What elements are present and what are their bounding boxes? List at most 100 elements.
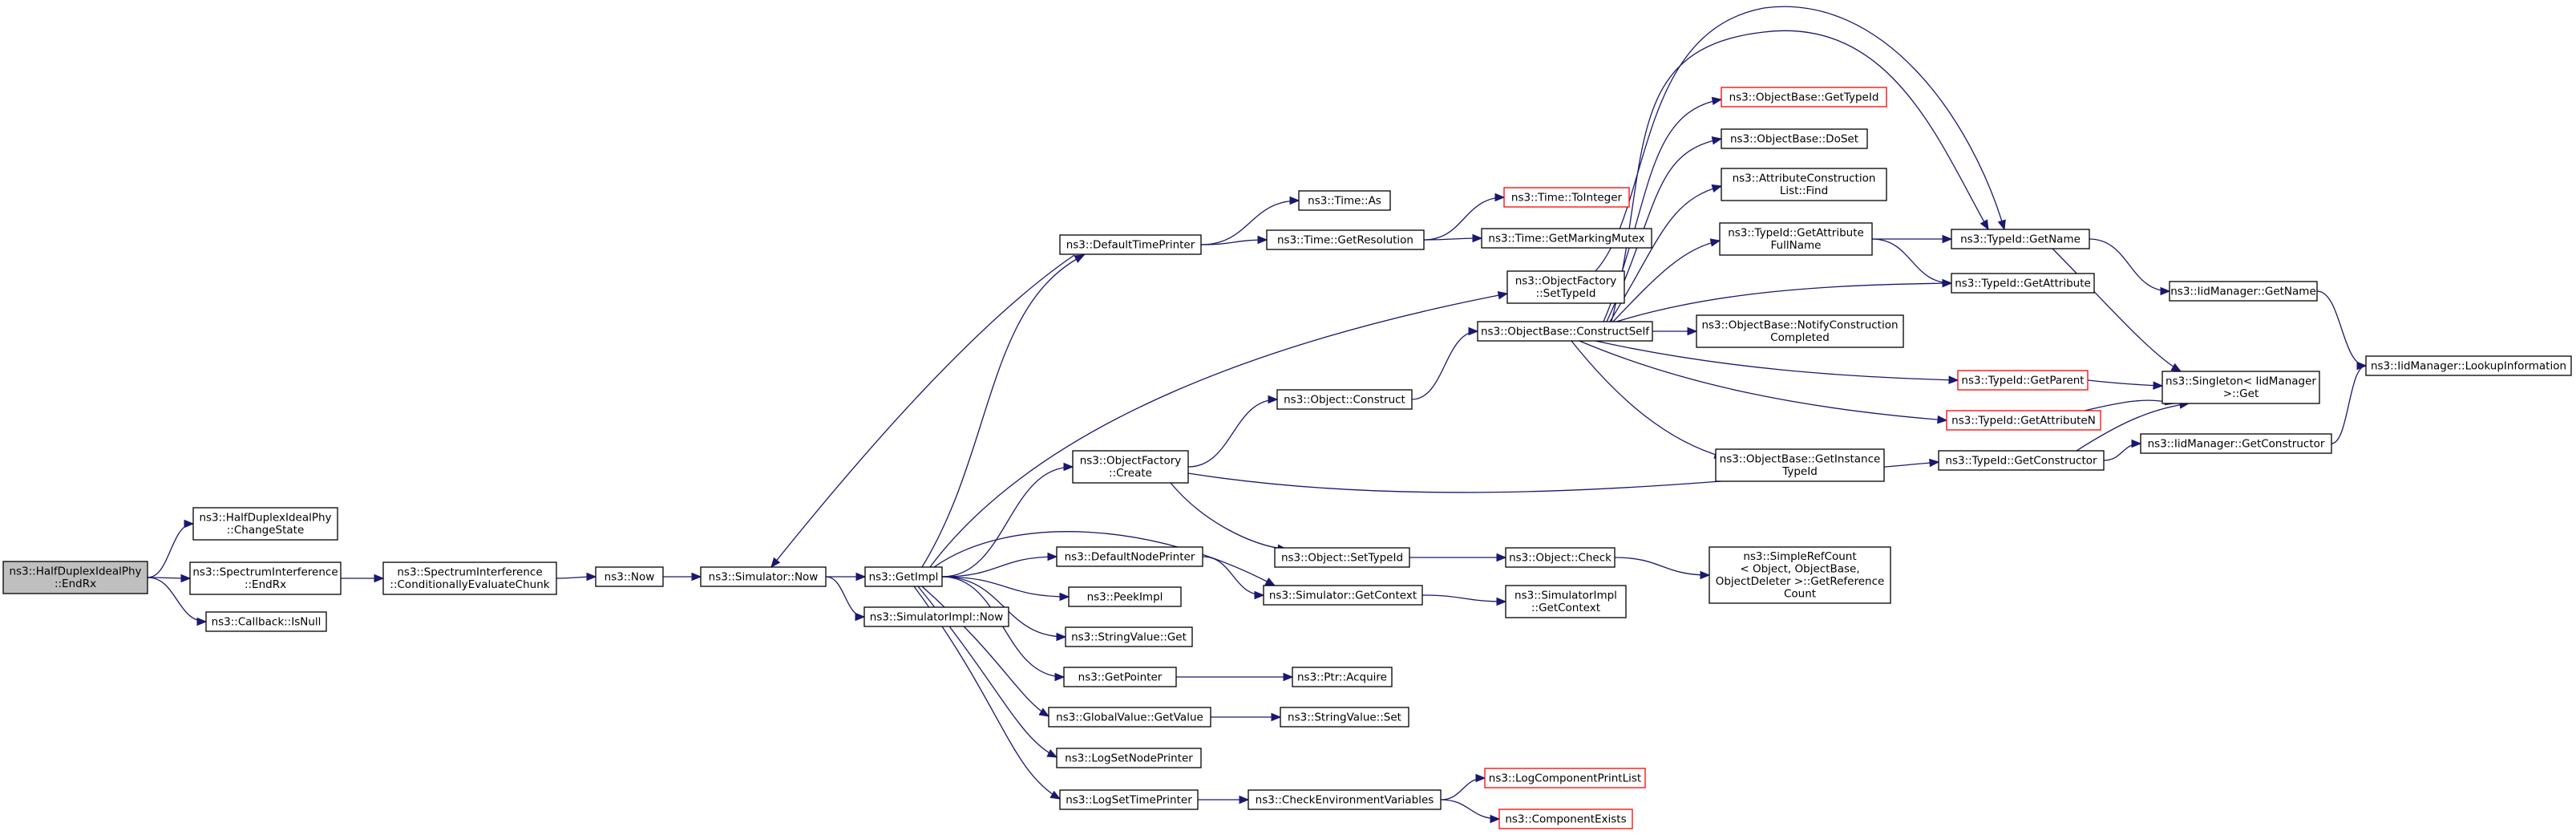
node-box[interactable] (1056, 748, 1202, 768)
node-box[interactable] (2140, 433, 2332, 454)
node-obConstructSelf[interactable]: ns3::ObjectBase::ConstructSelf (1477, 321, 1653, 342)
node-objCheck[interactable]: ns3::Object::Check (1505, 547, 1616, 568)
node-simImplGetCtx[interactable]: ns3::SimulatorImpl::GetContext (1505, 585, 1627, 618)
node-box[interactable] (1065, 626, 1193, 647)
node-box[interactable] (1709, 546, 1891, 604)
node-timeMutex[interactable]: ns3::Time::GetMarkingMutex (1481, 228, 1652, 249)
node-changeState[interactable]: ns3::HalfDuplexIdealPhy::ChangeState (192, 507, 338, 541)
node-box[interactable] (1248, 789, 1442, 810)
node-box[interactable] (1276, 389, 1413, 410)
node-tidGetAttrN[interactable]: ns3::TypeId::GetAttributeN (1946, 410, 2101, 431)
node-ofSetTypeId[interactable]: ns3::ObjectFactory::SetTypeId (1506, 270, 1625, 304)
node-box[interactable] (1957, 370, 2089, 391)
node-box[interactable] (595, 566, 664, 587)
node-box[interactable] (1505, 547, 1616, 568)
node-box[interactable] (1263, 585, 1423, 606)
node-tidGetAttr[interactable]: ns3::TypeId::GetAttribute (1951, 273, 2095, 294)
node-cbIsNull[interactable]: ns3::Callback::IsNull (205, 611, 327, 632)
node-obGetTypeId[interactable]: ns3::ObjectBase::GetTypeId (1721, 87, 1887, 107)
node-box[interactable] (1072, 450, 1189, 484)
node-objConstruct[interactable]: ns3::Object::Construct (1276, 389, 1413, 410)
node-siEndRx[interactable]: ns3::SpectrumInterference::EndRx (189, 561, 342, 595)
node-timeToInt[interactable]: ns3::Time::ToInteger (1503, 187, 1630, 208)
node-iidGetName[interactable]: ns3::IidManager::GetName (2169, 281, 2318, 302)
node-timeGetRes[interactable]: ns3::Time::GetResolution (1266, 229, 1425, 250)
node-box[interactable] (205, 611, 327, 632)
node-ptrAcquire[interactable]: ns3::Ptr::Acquire (1292, 667, 1393, 687)
node-simGetContext[interactable]: ns3::Simulator::GetContext (1263, 585, 1423, 606)
node-box[interactable] (1059, 234, 1202, 255)
node-box[interactable] (1477, 321, 1653, 342)
node-box[interactable] (2169, 281, 2318, 302)
node-obNotify[interactable]: ns3::ObjectBase::NotifyConstructionCompl… (1696, 314, 1904, 348)
node-logCompPrint[interactable]: ns3::LogComponentPrintList (1484, 768, 1646, 788)
node-box[interactable] (1266, 229, 1425, 250)
node-box[interactable] (1059, 789, 1199, 810)
node-tidGetCtor[interactable]: ns3::TypeId::GetConstructor (1938, 450, 2105, 471)
node-box[interactable] (1498, 809, 1633, 829)
node-siCond[interactable]: ns3::SpectrumInterference::Conditionally… (382, 561, 557, 595)
node-box[interactable] (1063, 667, 1177, 687)
node-iidLookup[interactable]: ns3::IidManager::LookupInformation (2365, 355, 2572, 376)
node-box[interactable] (1719, 222, 1873, 256)
node-box[interactable] (1715, 448, 1885, 482)
node-getPointer[interactable]: ns3::GetPointer (1063, 667, 1177, 687)
node-tidGetName[interactable]: ns3::TypeId::GetName (1951, 229, 2090, 249)
node-checkEnv[interactable]: ns3::CheckEnvironmentVariables (1248, 789, 1442, 810)
node-box[interactable] (1280, 707, 1409, 728)
node-simImplNow[interactable]: ns3::SimulatorImpl::Now (863, 606, 1009, 627)
node-box[interactable] (1298, 190, 1391, 211)
node-box[interactable] (2365, 355, 2572, 376)
node-obDoSet[interactable]: ns3::ObjectBase::DoSet (1721, 128, 1868, 149)
node-singleton[interactable]: ns3::Singleton< IidManager >::Get (2161, 371, 2320, 404)
node-box[interactable] (863, 606, 1009, 627)
node-box[interactable] (2, 561, 148, 594)
node-objSetTypeId[interactable]: ns3::Object::SetTypeId (1274, 547, 1410, 568)
node-svGet[interactable]: ns3::StringValue::Get (1065, 626, 1193, 647)
node-gvGetValue[interactable]: ns3::GlobalValue::GetValue (1048, 707, 1211, 728)
node-getImpl[interactable]: ns3::GetImpl (864, 566, 943, 587)
node-box[interactable] (189, 561, 342, 595)
node-timeAs[interactable]: ns3::Time::As (1298, 190, 1391, 211)
node-box[interactable] (864, 566, 943, 587)
node-box[interactable] (1274, 547, 1410, 568)
node-box[interactable] (382, 561, 557, 595)
node-box[interactable] (1068, 586, 1182, 607)
node-box[interactable] (1503, 187, 1630, 208)
node-box[interactable] (1946, 410, 2101, 431)
node-defTimePrinter[interactable]: ns3::DefaultTimePrinter (1059, 234, 1202, 255)
node-box[interactable] (1696, 314, 1904, 348)
node-box[interactable] (1951, 229, 2090, 249)
node-now[interactable]: ns3::Now (595, 566, 664, 587)
node-box[interactable] (2161, 371, 2320, 404)
node-box[interactable] (1292, 667, 1393, 687)
node-box[interactable] (1506, 270, 1625, 304)
node-logSetTime[interactable]: ns3::LogSetTimePrinter (1059, 789, 1199, 810)
node-box[interactable] (1048, 707, 1211, 728)
node-ofCreate[interactable]: ns3::ObjectFactory::Create (1072, 450, 1189, 484)
node-box[interactable] (192, 507, 338, 541)
node-tidGetParent[interactable]: ns3::TypeId::GetParent (1957, 370, 2089, 391)
node-box[interactable] (1056, 546, 1203, 567)
node-peekImpl[interactable]: ns3::PeekImpl (1068, 586, 1182, 607)
node-box[interactable] (1481, 228, 1652, 249)
node-box[interactable] (700, 566, 827, 587)
node-box[interactable] (1484, 768, 1646, 788)
node-box[interactable] (1938, 450, 2105, 471)
node-root[interactable]: ns3::HalfDuplexIdealPhy::EndRx (2, 561, 148, 594)
node-compExists[interactable]: ns3::ComponentExists (1498, 809, 1633, 829)
node-box[interactable] (1505, 585, 1627, 618)
node-simpleRef[interactable]: ns3::SimpleRefCount< Object, ObjectBase,… (1709, 546, 1891, 604)
node-iidGetCtor[interactable]: ns3::IidManager::GetConstructor (2140, 433, 2332, 454)
node-logSetNode[interactable]: ns3::LogSetNodePrinter (1056, 748, 1202, 768)
node-box[interactable] (1721, 168, 1887, 201)
node-svSet[interactable]: ns3::StringValue::Set (1280, 707, 1409, 728)
node-box[interactable] (1721, 87, 1887, 107)
node-box[interactable] (1721, 128, 1868, 149)
node-box[interactable] (1951, 273, 2095, 294)
node-defNodePrinter[interactable]: ns3::DefaultNodePrinter (1056, 546, 1203, 567)
node-simNow[interactable]: ns3::Simulator::Now (700, 566, 827, 587)
